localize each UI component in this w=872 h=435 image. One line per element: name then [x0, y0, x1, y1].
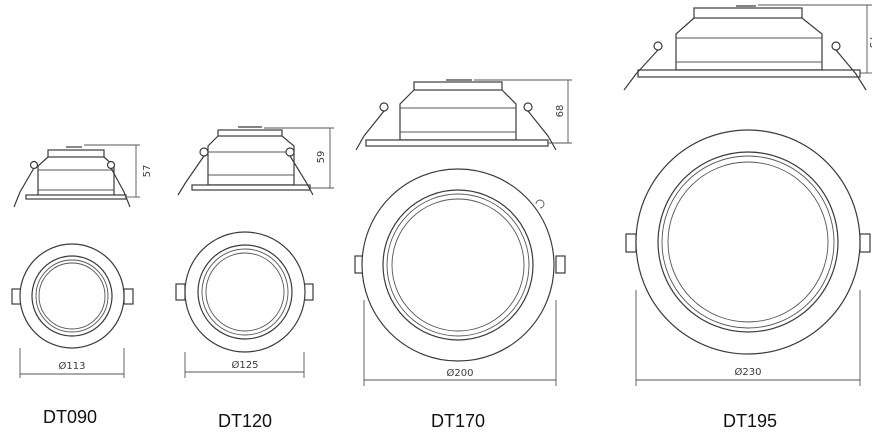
dt090-group: 57 Ø113 DT090 [11, 144, 153, 427]
dt120-model-label: DT120 [218, 411, 272, 431]
dt170-side-view [355, 79, 572, 151]
dt170-diameter-label: Ø200 [447, 367, 474, 379]
dt120-group: 59 Ø125 DT120 [175, 126, 334, 431]
dt195-top-view [625, 129, 871, 355]
dt120-height-label: 59 [316, 151, 327, 164]
dt195-diameter-dimension [635, 290, 861, 386]
dt195-side-view [623, 4, 872, 91]
dt170-group: 68 Ø200 DT170 [354, 79, 572, 431]
dt090-diameter-label: Ø113 [59, 360, 86, 372]
dt090-model-label: DT090 [43, 407, 97, 427]
dt120-diameter-label: Ø125 [232, 359, 259, 371]
dt195-model-label: DT195 [723, 411, 777, 431]
dt090-height-label: 57 [142, 165, 153, 178]
dt195-height-label: 75 [867, 36, 872, 49]
dt120-top-view [175, 231, 314, 353]
dt090-side-view [13, 144, 140, 208]
dt195-group: 75 Ø230 DT195 [623, 4, 872, 431]
dt170-model-label: DT170 [431, 411, 485, 431]
dt120-diameter-dimension [184, 352, 305, 378]
dt170-top-view [354, 168, 566, 362]
dt170-height-label: 68 [555, 105, 566, 118]
dt090-diameter-dimension [19, 348, 125, 378]
dt090-top-view [11, 243, 134, 349]
dt120-side-view [177, 126, 334, 196]
dt195-diameter-label: Ø230 [735, 366, 762, 378]
dt170-diameter-dimension [363, 300, 557, 386]
